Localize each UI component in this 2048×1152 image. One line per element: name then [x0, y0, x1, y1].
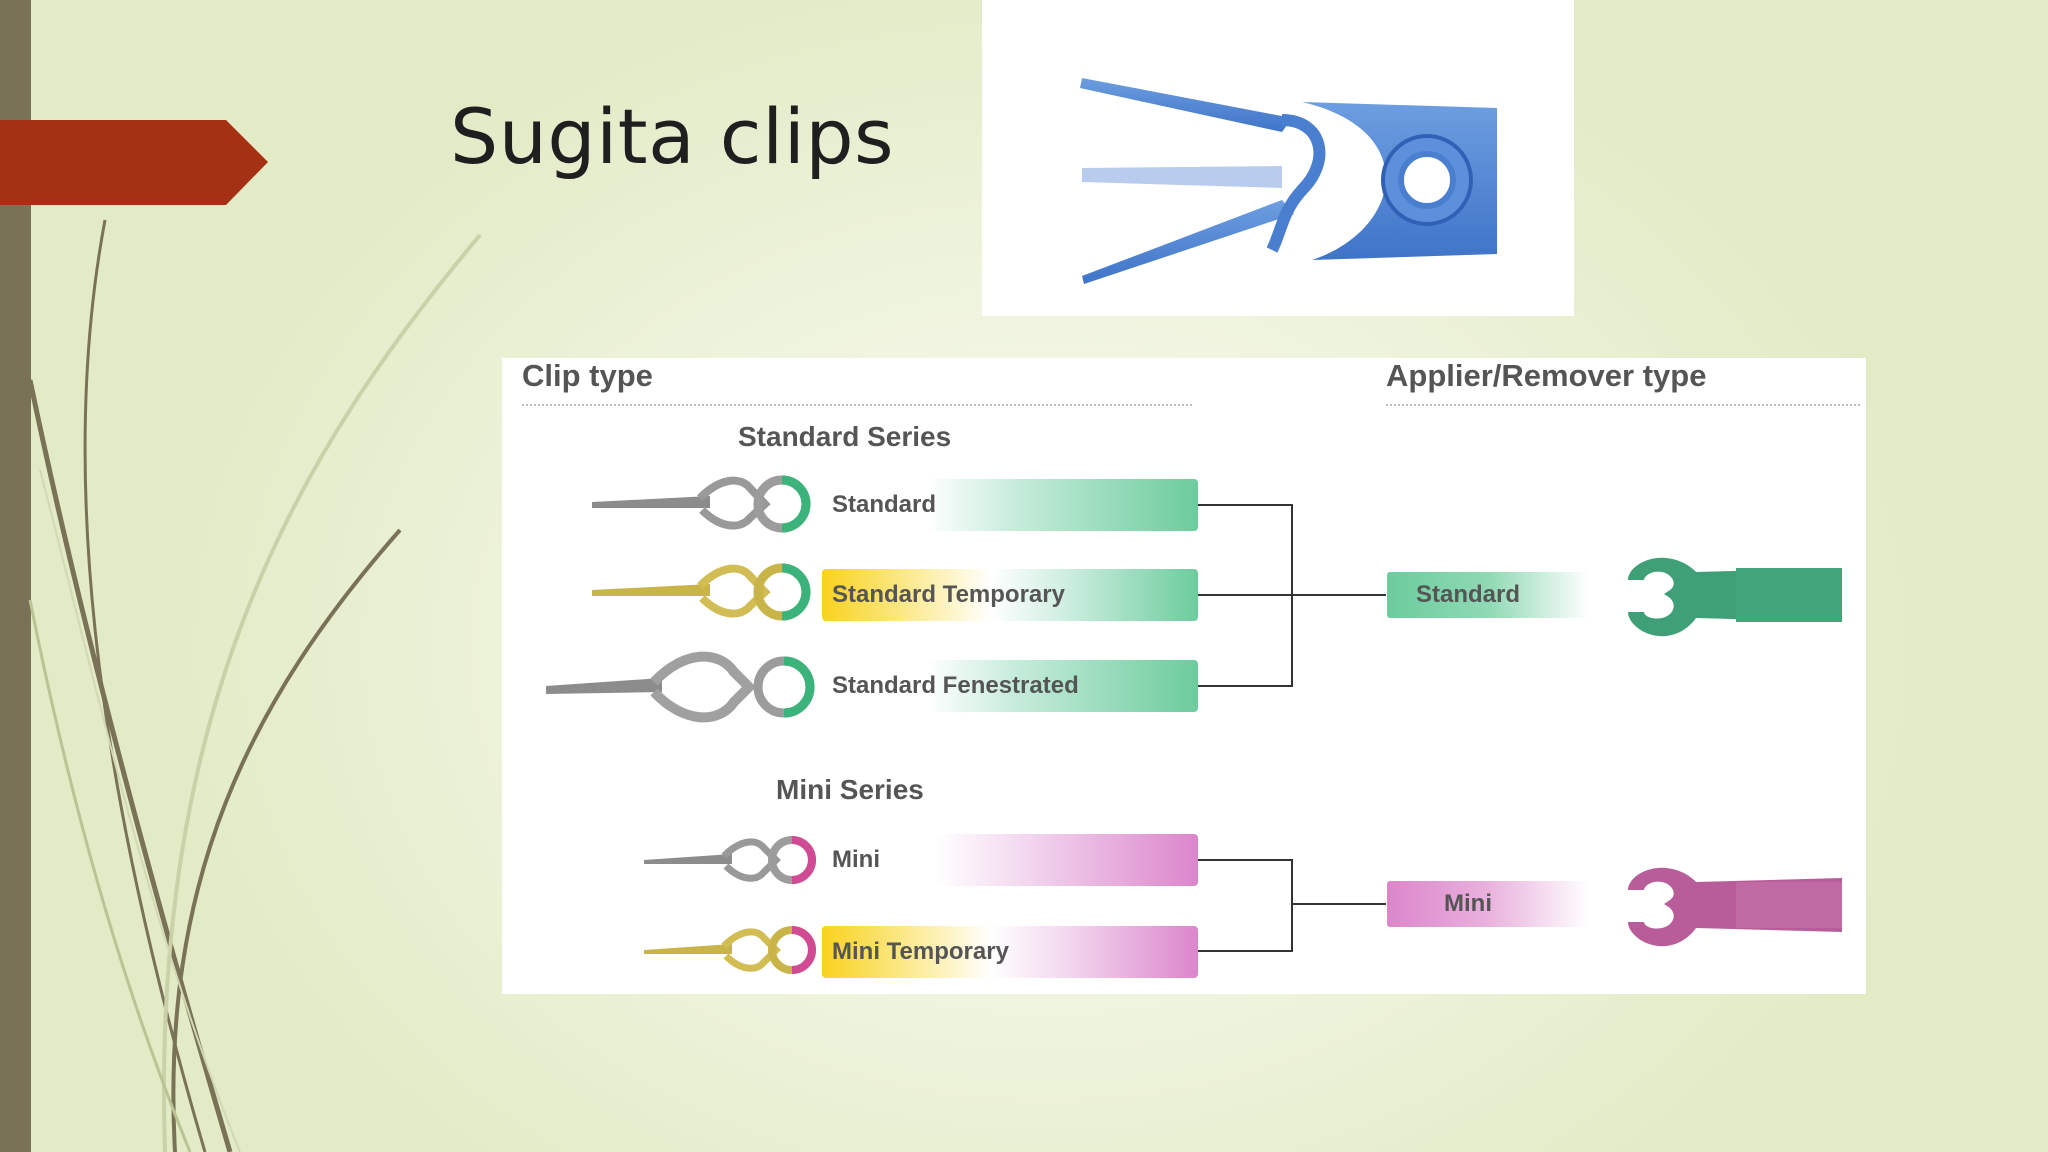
standard-temporary-clip-bar: Standard Temporary	[822, 569, 1198, 621]
standard-fenestrated-clip-bar: Standard Fenestrated	[822, 660, 1198, 712]
clip-photo	[982, 0, 1574, 316]
applier-heading: Applier/Remover type	[1386, 358, 1707, 393]
mini-applier-label: Mini	[1444, 890, 1492, 917]
mini-series-label: Mini Series	[776, 774, 924, 805]
standard-applier-bar: Standard	[1387, 572, 1589, 618]
standard-applier-tool-icon	[1628, 557, 1842, 637]
standard-clip-icon	[592, 475, 811, 533]
mini-applier-bar: Mini	[1387, 881, 1589, 927]
mini-clip-label: Mini	[832, 846, 880, 873]
blue-clip-illustration	[1080, 78, 1497, 284]
mini-applier-tool-icon	[1628, 867, 1842, 947]
standard-fenestrated-clip-label: Standard Fenestrated	[832, 672, 1079, 699]
mini-temporary-clip-label: Mini Temporary	[832, 938, 1009, 965]
standard-clip-label: Standard	[832, 491, 937, 518]
clip-type-heading: Clip type	[522, 358, 653, 393]
title-arrow-marker	[0, 120, 268, 205]
mini-temporary-clip-icon	[644, 926, 816, 974]
mini-temporary-clip-bar: Mini Temporary	[822, 926, 1198, 978]
standard-clip-bar: Standard	[822, 479, 1198, 531]
mini-clip-bar: Mini	[822, 834, 1198, 886]
standard-temporary-clip-icon	[592, 563, 811, 621]
clip-type-diagram: Clip type Applier/Remover type Standard …	[502, 358, 1866, 994]
decorative-grass-strokes	[27, 219, 482, 1152]
slide-title: Sugita clips	[450, 92, 895, 181]
connector-lines	[1197, 504, 1386, 952]
standard-fenestrated-clip-icon	[546, 651, 815, 723]
applier-rule	[1386, 404, 1860, 406]
standard-applier-label: Standard	[1415, 581, 1520, 608]
standard-series-label: Standard Series	[738, 421, 952, 452]
standard-temporary-clip-label: Standard Temporary	[832, 581, 1065, 608]
mini-clip-icon	[644, 836, 816, 884]
clip-type-rule	[522, 404, 1192, 406]
